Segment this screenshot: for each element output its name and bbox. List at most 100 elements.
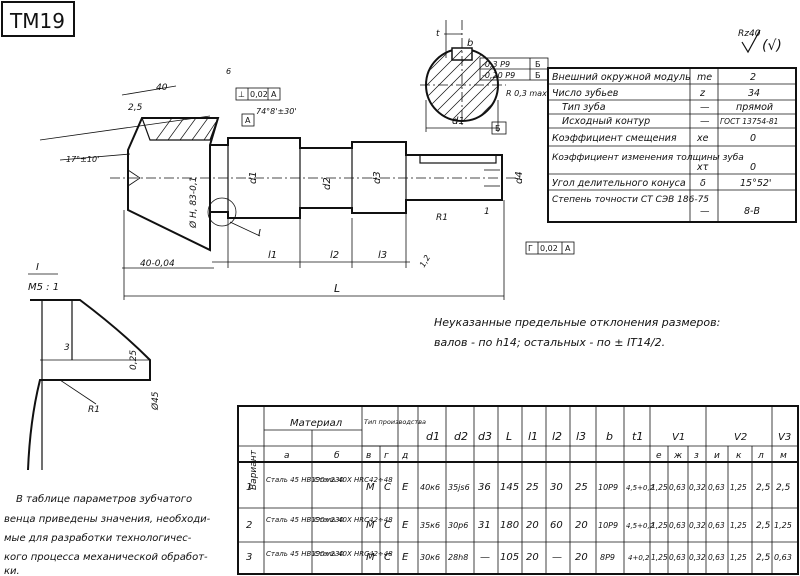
- note-line-1: Неуказанные предельные отклонения размер…: [434, 316, 720, 329]
- cell-v: М: [366, 482, 375, 493]
- param-sym: xτ: [696, 162, 709, 173]
- keyway-tol-2: -0,20 Р9: [482, 71, 515, 80]
- side-note-line: В таблице параметров зубчатого: [16, 493, 192, 505]
- hdr-mat-a: а: [284, 451, 290, 461]
- param-label: Тип зуба: [562, 102, 606, 113]
- tol-perp: 0,02: [250, 90, 268, 99]
- side-note-line: кого процесса механической обработ-: [4, 551, 208, 563]
- dim-L: L: [334, 282, 340, 295]
- angle-17: 17°±10': [66, 155, 99, 164]
- cell-g: С: [384, 552, 391, 563]
- param-sym: xe: [696, 133, 709, 144]
- side-note-line: ки.: [4, 566, 20, 576]
- hdr-material: Материал: [290, 418, 343, 429]
- hdr-b: b: [606, 430, 613, 443]
- cell-l: 2,5: [756, 553, 771, 563]
- param-label: Число зубьев: [552, 88, 619, 99]
- tol-runout: 0,02: [540, 244, 558, 253]
- roughness-paren: (√): [762, 38, 782, 54]
- param-sym: —: [700, 102, 710, 113]
- cell-i: 0,63: [708, 483, 725, 492]
- cell-mb: Сталь 40Х НRC42÷48: [314, 476, 393, 484]
- param-label: Коэффициент смещения: [552, 133, 677, 144]
- cell-d: Е: [402, 520, 409, 531]
- param-sym: z: [699, 88, 706, 99]
- cell-g: С: [384, 482, 391, 493]
- dim-1: 1: [484, 207, 490, 217]
- param-label: Степень точности СТ СЭВ 186-75: [552, 195, 709, 205]
- param-val: 15°52': [740, 178, 772, 189]
- dim-d4: d4: [514, 171, 525, 184]
- hdr-l3: l3: [576, 430, 586, 443]
- cell-b: 8Р9: [600, 553, 615, 562]
- hdr-l1: l1: [528, 430, 538, 443]
- cell-l2: —: [552, 552, 562, 563]
- cell-v: М: [366, 552, 375, 563]
- hdr-v3: V3: [778, 432, 791, 443]
- cell-l3: 25: [575, 482, 588, 493]
- cell-d: Е: [402, 482, 409, 493]
- param-val: 8-В: [744, 206, 760, 217]
- datum-b: Б: [495, 124, 501, 133]
- cell-L: 180: [500, 520, 519, 531]
- cell-m: 0,63: [774, 553, 792, 562]
- cell-L: 145: [500, 482, 519, 493]
- dim-d1: d1: [248, 171, 259, 184]
- side-note-line: венца приведены значения, необходи-: [4, 513, 211, 525]
- side-note: В таблице параметров зубчатого венца при…: [4, 493, 211, 576]
- param-val: прямой: [736, 102, 773, 113]
- cell-e: 1,25: [651, 553, 668, 562]
- cell-d: Е: [402, 552, 409, 563]
- hdr-billet: Тип производства: [364, 418, 426, 426]
- cell-k: 1,25: [730, 483, 747, 492]
- angle-74: 74°8'±30': [256, 107, 297, 116]
- cell-v: М: [366, 520, 375, 531]
- cell-n: 1: [246, 482, 252, 493]
- title-block: ТМ19: [1, 1, 75, 37]
- variants-table: Вариант Материал а б Тип производства в …: [237, 405, 799, 575]
- cell-t1: 4,5+0,2: [626, 484, 655, 492]
- cell-d1: 30к6: [420, 553, 440, 562]
- cell-k: 1,25: [730, 521, 747, 530]
- hdr-variant: Вариант: [249, 449, 259, 490]
- table-row: 2 Сталь 45 НВ190÷230 Сталь 40Х НRC42÷48 …: [246, 516, 792, 531]
- cell-zh: 0,63: [669, 483, 686, 492]
- param-label: Угол делительного конуса: [552, 178, 686, 189]
- keyway-t: t: [436, 29, 440, 39]
- detail-label: I: [36, 262, 39, 273]
- hdr-v: в: [366, 451, 371, 461]
- dim-1-2: 1,2: [418, 253, 432, 269]
- param-label-5a: Коэффициент изменения толщины зуба: [552, 153, 744, 163]
- hdr-m: м: [780, 451, 787, 461]
- hdr-i: и: [714, 451, 720, 461]
- dim-l1: l1: [268, 250, 277, 261]
- drawing-title: ТМ19: [9, 9, 65, 33]
- cell-l: 2,5: [756, 521, 771, 531]
- param-sym: δ: [700, 178, 706, 189]
- table-row: 3 Сталь 45 НВ190÷230 Сталь 40Х НRC42÷48 …: [246, 550, 792, 563]
- cell-mb: Сталь 40Х НRC42÷48: [314, 550, 393, 558]
- dim-2-5: 2,5: [128, 103, 143, 113]
- cell-d3: 31: [478, 520, 491, 531]
- keyway-b: b: [467, 38, 473, 49]
- cell-l2: 60: [550, 520, 563, 531]
- hdr-d2: d2: [454, 430, 468, 443]
- hdr-L: L: [506, 430, 512, 443]
- detail-scale: М5 : 1: [28, 282, 59, 293]
- hdr-t1: t1: [632, 430, 643, 443]
- keyway-d1: d1: [452, 116, 465, 127]
- shaft-drawing: I 40 2,5 6 ⊥ 0,02 А А 74°8'±30' 17°±10' …: [39, 67, 575, 300]
- param-val: ГОСТ 13754-81: [720, 117, 778, 126]
- hdr-l2: l2: [552, 430, 562, 443]
- hdr-z: з: [694, 451, 699, 461]
- detail-dim-3: 3: [64, 343, 70, 353]
- hdr-zh: ж: [673, 451, 683, 461]
- side-note-line: мые для разработки технологичес-: [4, 532, 192, 544]
- cell-l1: 20: [526, 552, 539, 563]
- cell-l1: 25: [526, 482, 539, 493]
- cell-d1: 40к6: [420, 483, 440, 492]
- cell-l1: 20: [526, 520, 539, 531]
- param-sym: —: [700, 206, 710, 217]
- cell-d2: 28h8: [448, 553, 468, 562]
